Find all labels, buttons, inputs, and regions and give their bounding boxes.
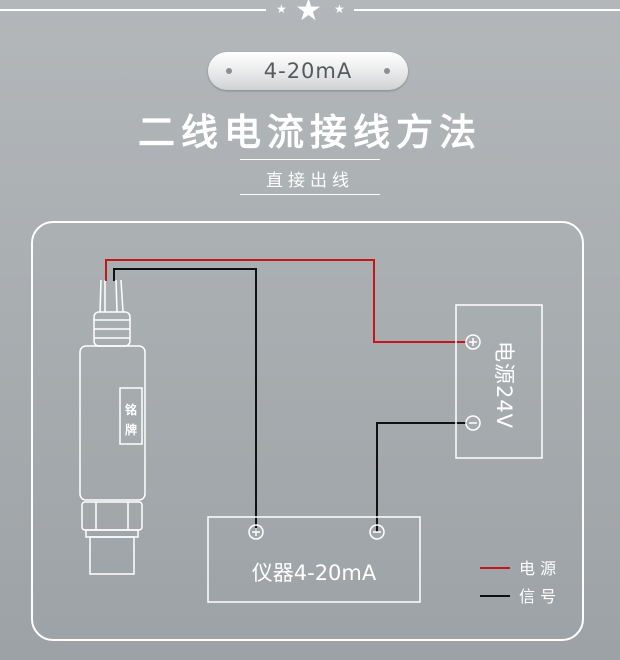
instrument-box (207, 516, 421, 603)
instrument-label: 仪器4-20mA (252, 561, 377, 585)
legend-signal-label: 信 号 (519, 587, 556, 606)
badge-text: 4-20mA (263, 59, 353, 83)
top-divider-left (0, 9, 266, 11)
plus-terminal-icon (465, 334, 481, 350)
star-icon: ★ (334, 2, 345, 16)
badge-dot-left (226, 68, 232, 74)
pressure-sensor (79, 279, 146, 575)
diagram-panel (31, 221, 584, 641)
power-wire (105, 259, 467, 343)
signal-wire-sensor (113, 268, 257, 532)
top-divider-right (354, 9, 620, 11)
sensor-thread (89, 536, 135, 575)
legend-power-label: 电 源 (519, 559, 556, 578)
power-supply-box (455, 304, 543, 459)
nameplate-line1: 铭 (125, 402, 137, 417)
subtitle-rule-top (240, 159, 380, 160)
star-icon: ★ (276, 2, 287, 16)
power-supply-label: 电源24V (492, 341, 516, 429)
minus-terminal-icon (465, 415, 481, 431)
minus-terminal-icon (369, 524, 385, 540)
subtitle-rule-bottom (240, 194, 380, 195)
sensor-body (79, 345, 146, 501)
signal-wire-return (376, 422, 467, 532)
star-icon: ★ (295, 0, 322, 28)
page-title: 二线电流接线方法 (138, 111, 482, 154)
subtitle: 直接出线 (266, 171, 354, 191)
nameplate-line2: 牌 (125, 422, 137, 437)
badge-dot-right (384, 68, 390, 74)
nameplate (119, 387, 143, 445)
sensor-hex-nut (81, 501, 143, 531)
plus-terminal-icon (248, 524, 264, 540)
sensor-cable (99, 279, 124, 313)
badge-pill: 4-20mA (208, 52, 408, 90)
